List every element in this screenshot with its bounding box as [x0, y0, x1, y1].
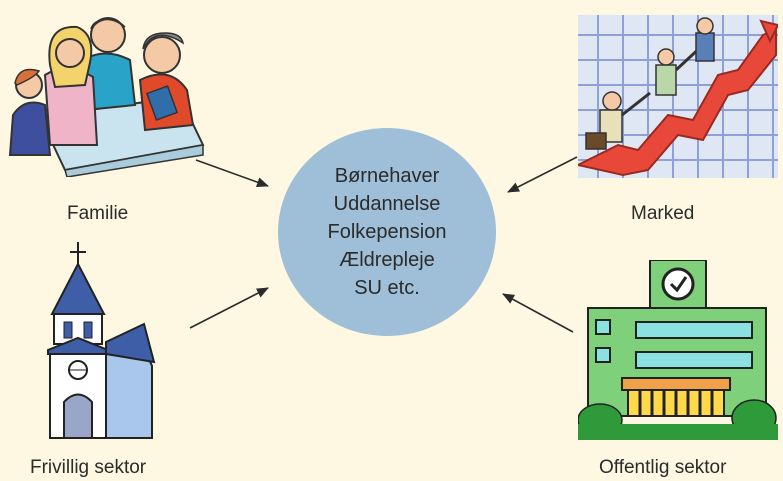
arrow-public: [502, 293, 574, 333]
label-family: Familie: [67, 203, 129, 224]
family-icon: [8, 17, 205, 177]
market-growth-icon: [578, 15, 778, 178]
center-line-5: SU etc.: [354, 277, 420, 299]
center-line-4: Ældrepleje: [339, 249, 435, 271]
label-market: Marked: [631, 203, 695, 224]
arrow-family: [195, 159, 269, 187]
arrow-voluntary: [189, 287, 269, 329]
arrow-market: [507, 156, 578, 193]
center-line-3: Folkepension: [327, 221, 447, 243]
church-icon: [47, 242, 156, 439]
label-public: Offentlig sektor: [599, 457, 727, 478]
label-voluntary: Frivillig sektor: [30, 457, 147, 478]
center-circle: Børnehaver Uddannelse Folkepension Ældre…: [278, 128, 496, 336]
center-line-2: Uddannelse: [333, 193, 441, 215]
center-line-1: Børnehaver: [334, 165, 440, 187]
public-building-icon: [578, 260, 778, 440]
